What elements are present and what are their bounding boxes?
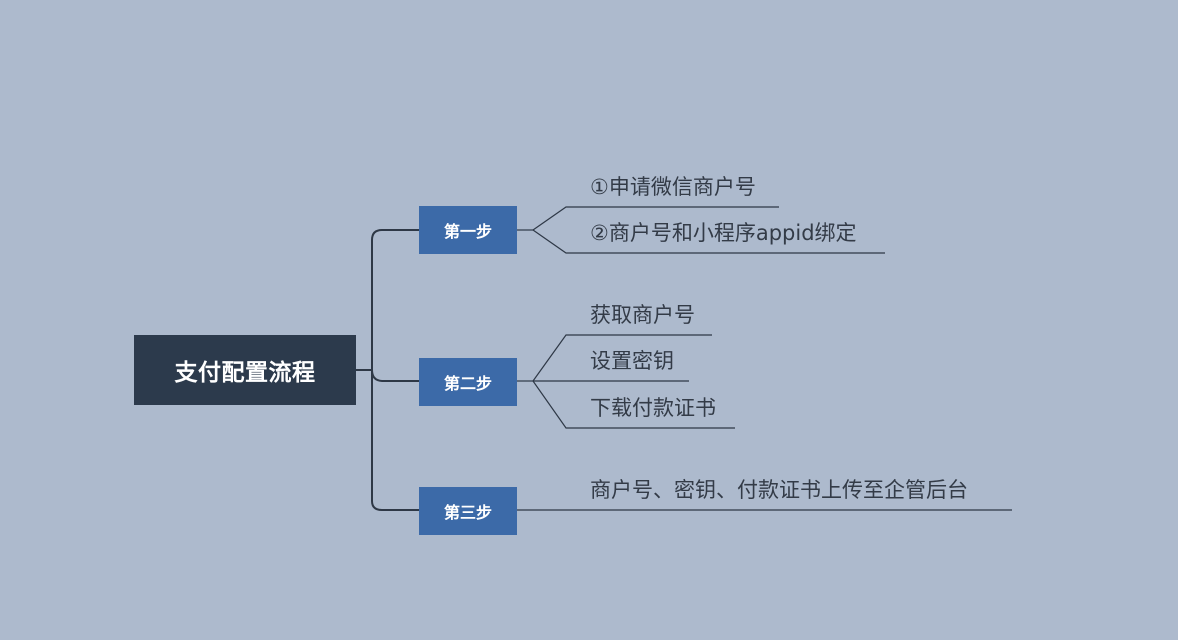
leaf-bind-appid[interactable]: ②商户号和小程序appid绑定 [590,221,857,245]
leaf-upload-backend[interactable]: 商户号、密钥、付款证书上传至企管后台 [590,478,968,502]
step-3-label: 第三步 [443,503,492,522]
leaf-2-1-underline [532,334,712,382]
step-3-connector [371,369,420,511]
step-2-connector [371,369,420,382]
step-2-node[interactable]: 第二步 [419,358,517,406]
step-3-node[interactable]: 第三步 [419,487,517,535]
root-label: 支付配置流程 [174,360,316,386]
leaf-get-merchant-id[interactable]: 获取商户号 [590,303,695,327]
step-1-connector [371,229,420,371]
leaf-download-cert[interactable]: 下载付款证书 [590,396,716,420]
step-1-node[interactable]: 第一步 [419,206,517,254]
leaf-apply-merchant[interactable]: ①申请微信商户号 [590,175,756,199]
root-node[interactable]: 支付配置流程 [134,335,356,405]
step-1-label: 第一步 [443,222,492,241]
leaf-set-key[interactable]: 设置密钥 [590,349,674,373]
leaf-2-3-underline [532,380,735,429]
leaf-1-2-underline [532,229,885,254]
step-2-label: 第二步 [443,374,492,393]
leaf-1-1-underline [532,206,779,231]
